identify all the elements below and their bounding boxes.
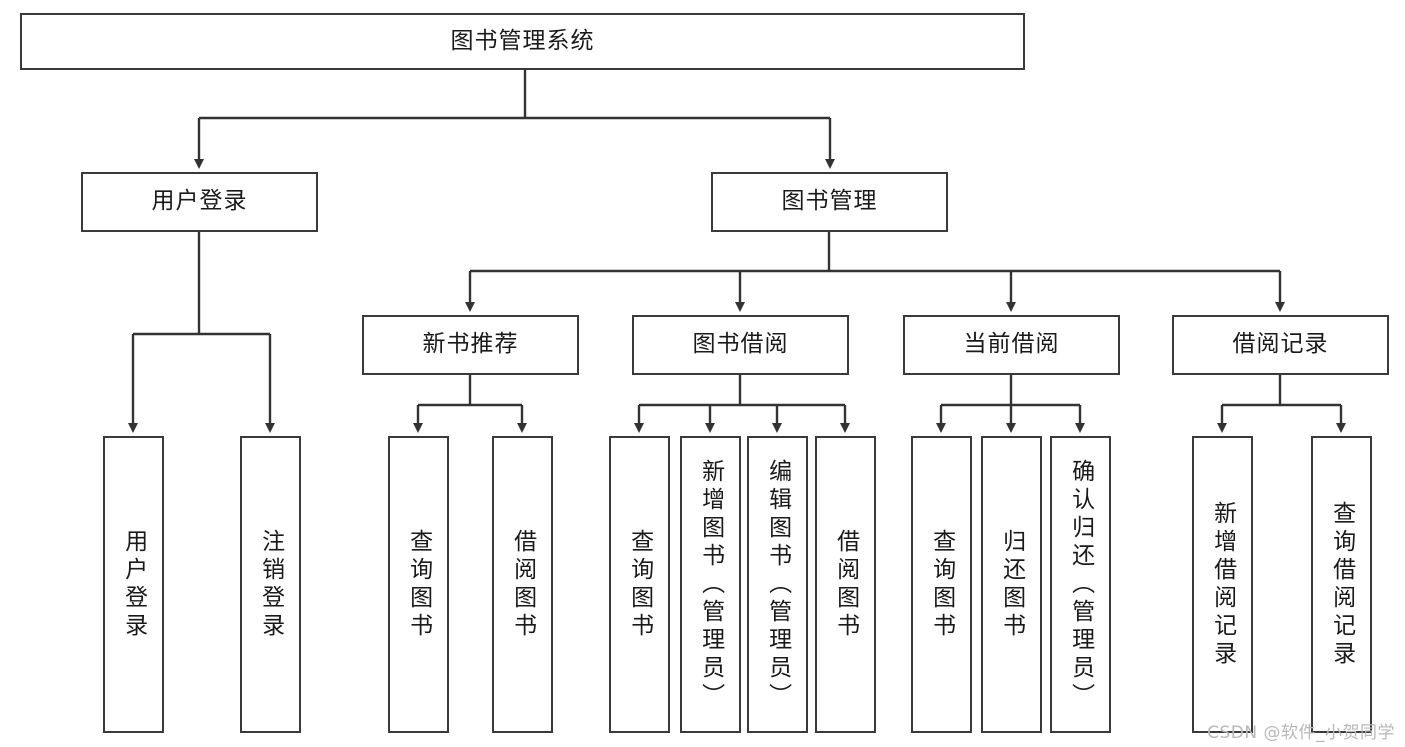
node-current-borrow[interactable]: 当前借阅 xyxy=(903,315,1120,375)
node-label: 新增借阅记录 xyxy=(1209,500,1236,669)
watermark-text: CSDN @软件_小贺同学 xyxy=(1207,723,1395,743)
node-label: 图书管理系统 xyxy=(450,27,595,54)
node-label: 图书管理 xyxy=(781,188,878,215)
node-label: 新书推荐 xyxy=(422,331,519,358)
node-label: 新增图书（管理员） xyxy=(697,458,724,711)
leaf-current-borrow-return[interactable]: 归还图书 xyxy=(981,436,1042,733)
node-label: 查询图书 xyxy=(928,528,955,641)
node-label: 用户登录 xyxy=(151,188,248,215)
leaf-book-borrow-edit[interactable]: 编辑图书（管理员） xyxy=(747,436,808,733)
leaf-user-login-login[interactable]: 用户登录 xyxy=(103,436,164,733)
node-label: 借阅记录 xyxy=(1232,331,1329,358)
node-label: 编辑图书（管理员） xyxy=(764,458,791,711)
node-label: 确认归还（管理员） xyxy=(1067,458,1094,711)
leaf-borrow-record-add[interactable]: 新增借阅记录 xyxy=(1192,436,1253,733)
leaf-user-login-logout[interactable]: 注销登录 xyxy=(240,436,301,733)
node-label: 用户登录 xyxy=(120,528,147,641)
node-book-management[interactable]: 图书管理 xyxy=(711,172,948,232)
node-borrow-record[interactable]: 借阅记录 xyxy=(1172,315,1389,375)
node-label: 注销登录 xyxy=(257,528,284,641)
leaf-new-book-query[interactable]: 查询图书 xyxy=(388,436,449,733)
node-label: 查询借阅记录 xyxy=(1328,500,1355,669)
node-label: 当前借阅 xyxy=(963,331,1060,358)
leaf-book-borrow-add[interactable]: 新增图书（管理员） xyxy=(680,436,741,733)
leaf-current-borrow-confirm-return[interactable]: 确认归还（管理员） xyxy=(1050,436,1111,733)
leaf-current-borrow-query[interactable]: 查询图书 xyxy=(911,436,972,733)
node-label: 归还图书 xyxy=(998,528,1025,641)
node-label: 图书借阅 xyxy=(692,331,789,358)
node-label: 借阅图书 xyxy=(509,528,536,641)
node-book-borrow[interactable]: 图书借阅 xyxy=(632,315,849,375)
leaf-borrow-record-query[interactable]: 查询借阅记录 xyxy=(1311,436,1372,733)
node-label: 查询图书 xyxy=(405,528,432,641)
node-new-book-recommend[interactable]: 新书推荐 xyxy=(362,315,579,375)
node-label: 查询图书 xyxy=(626,528,653,641)
leaf-book-borrow-borrow[interactable]: 借阅图书 xyxy=(815,436,876,733)
node-root-system[interactable]: 图书管理系统 xyxy=(20,13,1025,70)
leaf-new-book-borrow[interactable]: 借阅图书 xyxy=(492,436,553,733)
leaf-book-borrow-query[interactable]: 查询图书 xyxy=(609,436,670,733)
node-label: 借阅图书 xyxy=(832,528,859,641)
node-user-login[interactable]: 用户登录 xyxy=(81,172,318,232)
